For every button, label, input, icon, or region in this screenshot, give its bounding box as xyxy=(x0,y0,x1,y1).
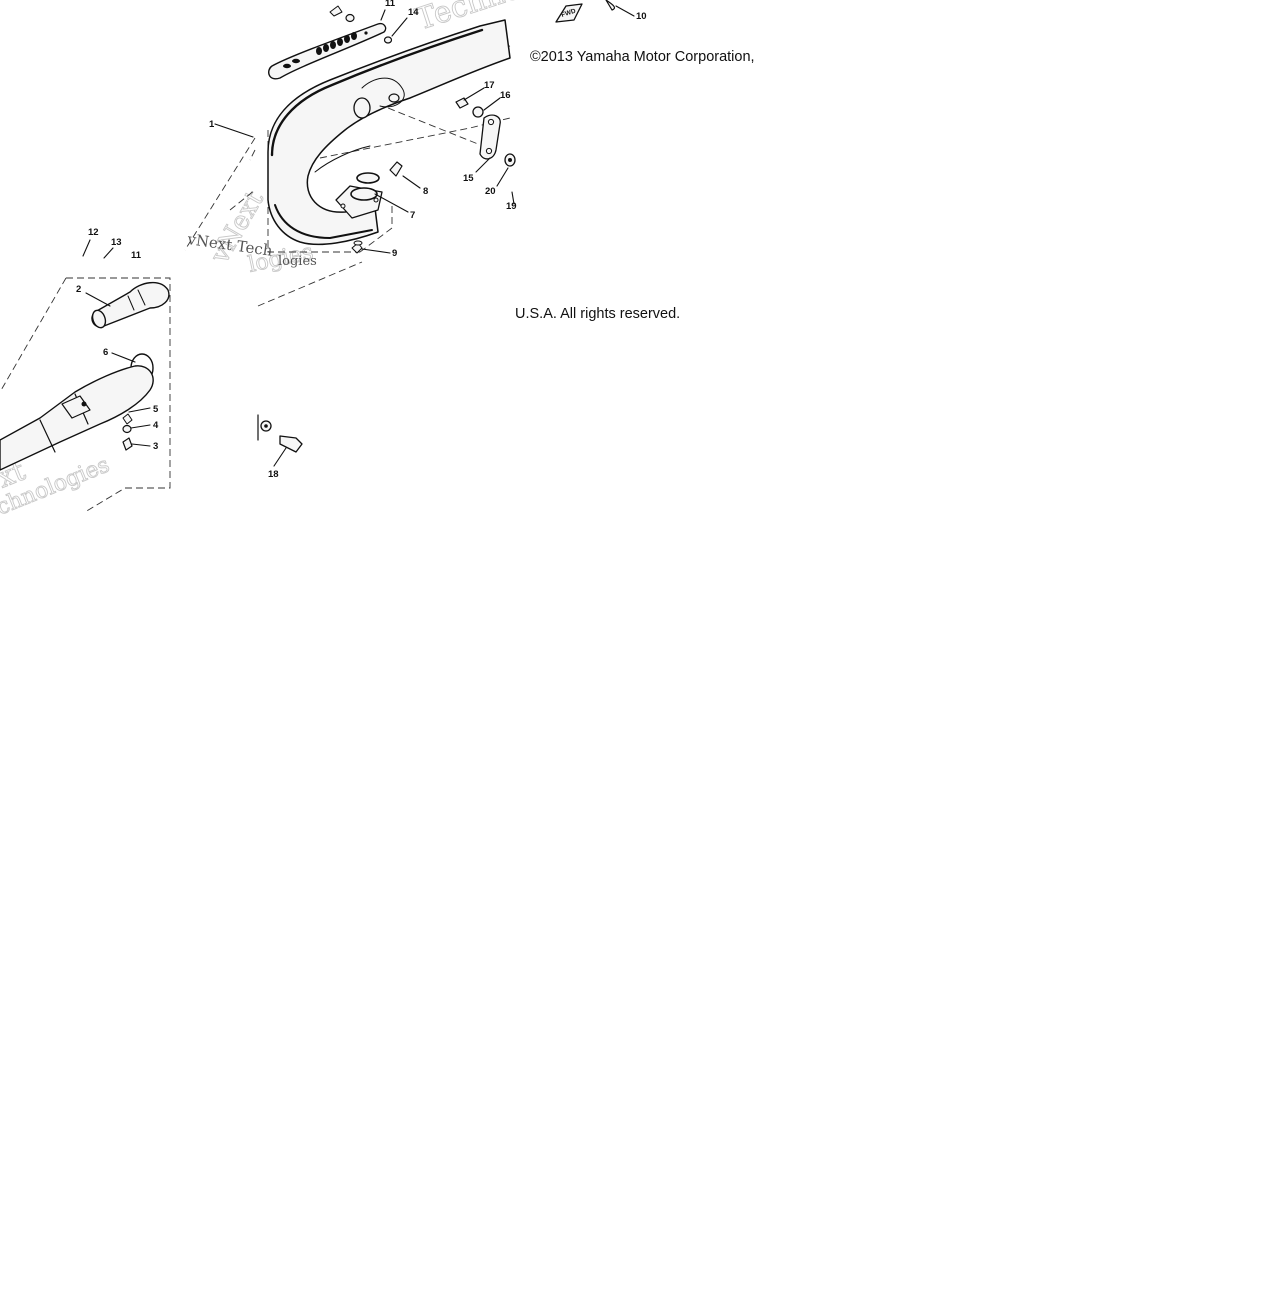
callout-14: 14 xyxy=(408,7,419,18)
callout-1: 1 xyxy=(209,119,215,130)
lower-fasteners xyxy=(257,414,303,453)
callout-numbers: 1 2 3 4 5 6 7 8 9 10 11 11 12 13 14 15 1… xyxy=(76,0,647,480)
callout-17: 17 xyxy=(484,80,495,91)
silencer xyxy=(0,282,170,471)
heat-guard xyxy=(268,22,387,80)
callout-12: 12 xyxy=(88,227,99,238)
callout-11: 11 xyxy=(385,0,396,9)
callout-2: 2 xyxy=(76,284,81,295)
callout-9: 9 xyxy=(392,248,397,259)
callout-20: 20 xyxy=(485,186,496,197)
mounting-bracket xyxy=(455,97,516,167)
fwd-label: FWD xyxy=(560,8,577,19)
expansion-chamber xyxy=(267,19,511,246)
watermark-caption: vNext Tech xyxy=(185,230,274,260)
callout-13: 13 xyxy=(111,237,122,248)
guard-fasteners xyxy=(329,0,616,44)
callout-6: 6 xyxy=(103,347,108,358)
callout-3: 3 xyxy=(153,441,158,452)
callout-11-lower: 11 xyxy=(131,250,142,261)
callout-15: 15 xyxy=(463,173,474,184)
callout-8: 8 xyxy=(423,186,428,197)
callout-5: 5 xyxy=(153,404,159,415)
copyright-line-2: U.S.A. All rights reserved. xyxy=(515,306,681,322)
fwd-tag: FWD xyxy=(555,3,583,23)
leader-lines xyxy=(82,5,635,467)
exhaust-flange xyxy=(335,161,403,254)
callout-19: 19 xyxy=(506,201,517,212)
callout-7: 7 xyxy=(410,210,415,221)
watermark-caption-2: logies xyxy=(278,254,317,269)
copyright-line-1: ©2013 Yamaha Motor Corporation, xyxy=(530,49,755,65)
callout-10: 10 xyxy=(636,11,647,22)
callout-4: 4 xyxy=(153,420,159,431)
callout-18: 18 xyxy=(268,469,279,480)
assembly-outlines xyxy=(0,45,511,513)
callout-16: 16 xyxy=(500,90,511,101)
